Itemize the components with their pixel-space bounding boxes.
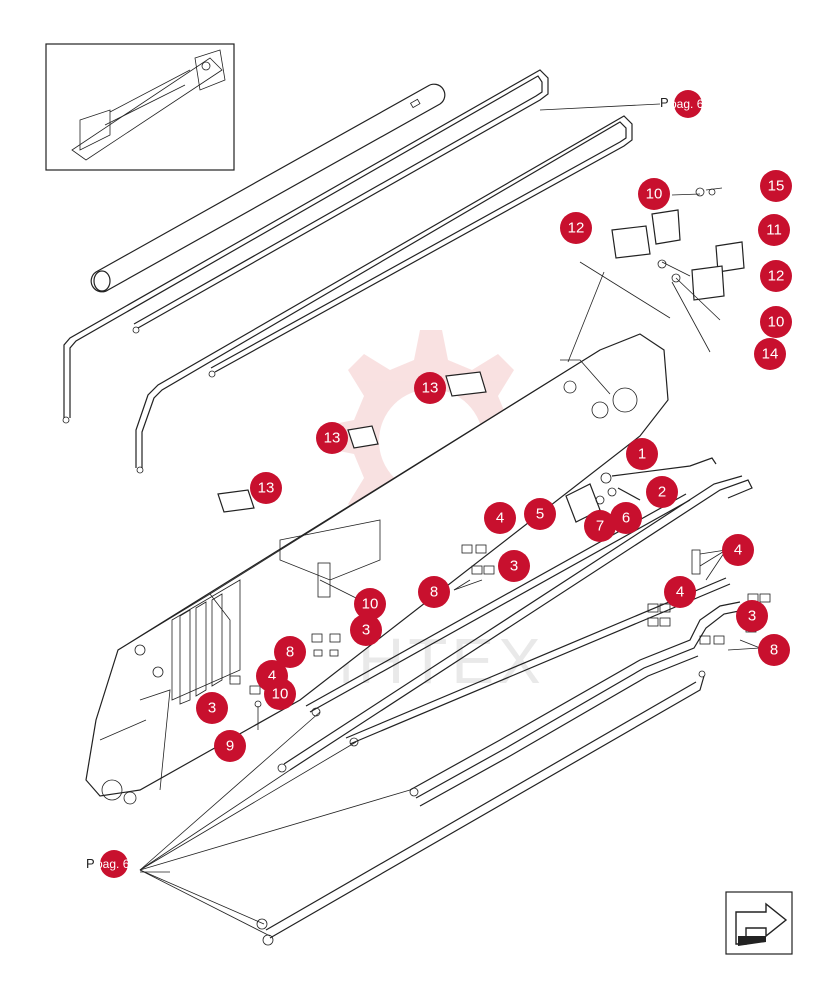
callout-11[interactable]: 11: [758, 214, 790, 246]
callout-15[interactable]: 15: [760, 170, 792, 202]
callout-10[interactable]: 10: [264, 678, 296, 710]
arrow-navigation-icon[interactable]: [725, 891, 793, 955]
bracket-hardware: [611, 187, 745, 353]
callout-4[interactable]: 4: [664, 576, 696, 608]
callout-10-label: 10: [362, 596, 379, 613]
main-boom: [85, 261, 671, 805]
callout-10-label: 10: [272, 686, 289, 703]
pageref-bottom-prefix: P: [86, 856, 95, 871]
callout-7-label: 7: [596, 518, 604, 535]
callout-8[interactable]: 8: [418, 576, 450, 608]
callout-6[interactable]: 6: [610, 502, 642, 534]
callout-14-label: 14: [762, 346, 779, 363]
callout-13-label: 13: [258, 480, 275, 497]
callout-10-label: 10: [768, 314, 785, 331]
callout-5[interactable]: 5: [524, 498, 556, 530]
pageref-top-prefix: P: [660, 95, 669, 110]
boom-tube: [90, 83, 446, 293]
callout-3-label: 3: [748, 608, 756, 625]
callout-8-label: 8: [286, 644, 294, 661]
callout-13-label: 13: [324, 430, 341, 447]
callout-8-label: 8: [770, 642, 778, 659]
callout-4[interactable]: 4: [722, 534, 754, 566]
callout-13[interactable]: 13: [414, 372, 446, 404]
callout-13[interactable]: 13: [250, 472, 282, 504]
pageref-top-label: pag. 66: [670, 97, 710, 111]
callout-8[interactable]: 8: [758, 634, 790, 666]
hose-loops-upper: [62, 69, 661, 474]
callout-3[interactable]: 3: [498, 550, 530, 582]
pipe-bundle-lower: [256, 475, 753, 946]
callout-6-label: 6: [622, 510, 630, 527]
callout-9-label: 9: [226, 738, 234, 755]
callout-3[interactable]: 3: [350, 614, 382, 646]
clamp-plates: [217, 371, 487, 513]
callout-9[interactable]: 9: [214, 730, 246, 762]
callout-3-label: 3: [362, 622, 370, 639]
callout-15-label: 15: [768, 178, 785, 195]
callout-4-label: 4: [496, 510, 504, 527]
callout-4-label: 4: [734, 542, 742, 559]
callout-14[interactable]: 14: [754, 338, 786, 370]
callout-4[interactable]: 4: [484, 502, 516, 534]
pageref-bottom[interactable]: P pag. 66: [86, 850, 170, 878]
callout-4-label: 4: [268, 668, 276, 685]
callout-3[interactable]: 3: [736, 600, 768, 632]
boom-overview-thumbnail: [45, 43, 235, 171]
leader-lines: [139, 549, 761, 937]
callout-12[interactable]: 12: [760, 260, 792, 292]
callout-11-label: 11: [766, 222, 782, 239]
callout-10[interactable]: 10: [354, 588, 386, 620]
callout-12-label: 12: [768, 268, 785, 285]
callout-3-label: 3: [208, 700, 216, 717]
callout-1-label: 1: [638, 446, 646, 463]
callout-10[interactable]: 10: [760, 306, 792, 338]
pageref-bottom-label: pag. 66: [96, 857, 136, 871]
callout-10[interactable]: 10: [638, 178, 670, 210]
callout-12-label: 12: [568, 220, 585, 237]
callout-12[interactable]: 12: [560, 212, 592, 244]
callout-1[interactable]: 1: [626, 438, 658, 470]
callout-8-label: 8: [430, 584, 438, 601]
callout-13-label: 13: [422, 380, 439, 397]
callout-5-label: 5: [536, 506, 544, 523]
callout-3[interactable]: 3: [196, 692, 228, 724]
callout-2[interactable]: 2: [646, 476, 678, 508]
callout-10-label: 10: [646, 186, 663, 203]
callout-13[interactable]: 13: [316, 422, 348, 454]
callout-2-label: 2: [658, 484, 666, 501]
callout-8[interactable]: 8: [274, 636, 306, 668]
callout-4-label: 4: [676, 584, 684, 601]
callout-3-label: 3: [510, 558, 518, 575]
callout-7[interactable]: 7: [584, 510, 616, 542]
pageref-top[interactable]: P pag. 66: [660, 90, 710, 118]
